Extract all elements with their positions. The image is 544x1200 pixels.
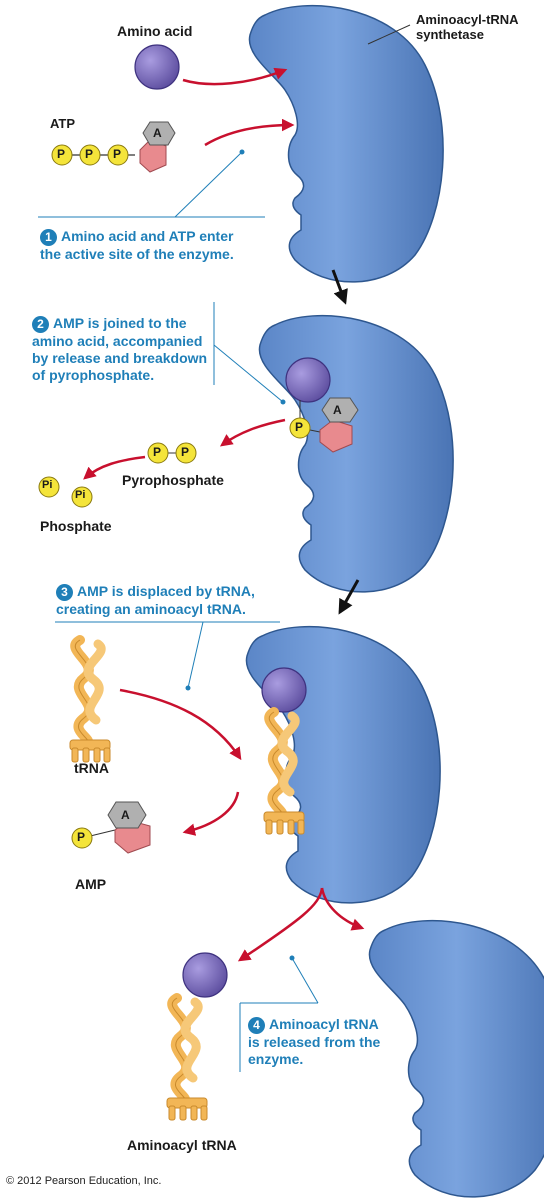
step-2-line-4: of pyrophosphate. [32,367,155,383]
arrow-pyrophosphate-out [219,418,286,447]
step-4-line-2: is released from the [248,1034,381,1050]
arrow-trna-in [119,688,242,761]
label-enzyme: Aminoacyl-tRNA synthetase [416,12,519,42]
step-2-line-1: AMP is joined to the [53,315,187,331]
label-atp: ATP [50,116,76,131]
amp-free [71,801,151,854]
arrow-phosphate-out [83,455,146,480]
step-arrow-1 [331,269,348,305]
label-amino-acid: Amino acid [117,23,193,39]
step-1-line-1: Amino acid and ATP enter [61,228,234,244]
amp-p-text: P [295,420,304,434]
step-1-number: 1 [40,229,57,246]
amp2-p-text: P [77,830,86,844]
enzyme-label-leader [367,24,411,45]
atp-p3-text: P [113,147,122,161]
enzyme-2 [258,314,454,593]
label-aminoacyl-trna: Aminoacyl tRNA [127,1137,237,1153]
amp-a-text: A [333,403,342,417]
step-2-number: 2 [32,316,49,333]
enzyme-4 [368,919,544,1198]
label-trna: tRNA [74,760,109,776]
step-3-number: 3 [56,584,73,601]
amino-acid-3 [261,667,307,713]
copyright: © 2012 Pearson Education, Inc. [6,1175,162,1187]
pi-2-text: Pi [75,489,86,501]
trna-free [70,640,110,762]
step-4-number: 4 [248,1017,265,1034]
step-2-line-3: by release and breakdown [32,350,208,366]
pyrophosphate [147,442,197,464]
atp-a-text: A [153,126,162,140]
atp-p2-text: P [85,147,94,161]
atp-molecule [51,121,176,173]
aminoacyl-trna [167,998,207,1120]
step-3-line-1: AMP is displaced by tRNA, [77,583,255,599]
amp2-a-text: A [121,808,130,822]
label-enzyme-line2: synthetase [416,27,484,42]
ppi-p1-text: P [153,445,162,459]
arrow-release-trna [237,887,324,962]
label-phosphate: Phosphate [40,518,112,534]
step-1-line-2: the active site of the enzyme. [40,246,234,262]
step-3-line-2: creating an aminoacyl tRNA. [56,601,246,617]
arrow-atp-in [204,118,295,147]
amp-bound [289,397,359,453]
label-amp: AMP [75,876,107,892]
amino-acid-1 [134,44,180,90]
arrow-amino-in [182,67,288,86]
enzyme-1 [248,4,444,283]
arrow-amp-out [182,791,240,836]
atp-p1-text: P [57,147,66,161]
phosphates [38,476,93,508]
step-4-line-1: Aminoacyl tRNA [269,1016,379,1032]
label-enzyme-line1: Aminoacyl-tRNA [416,12,519,27]
pi-1-text: Pi [42,479,53,491]
step-arrow-2 [338,579,360,615]
label-pyrophosphate: Pyrophosphate [122,472,224,488]
ppi-p2-text: P [181,445,190,459]
step-2-line-2: amino acid, accompanied [32,333,203,349]
step-4-line-3: enzyme. [248,1051,304,1067]
arrow-release-enzyme [320,887,365,931]
amino-acid-2 [285,357,331,403]
amino-acid-4 [182,952,228,998]
